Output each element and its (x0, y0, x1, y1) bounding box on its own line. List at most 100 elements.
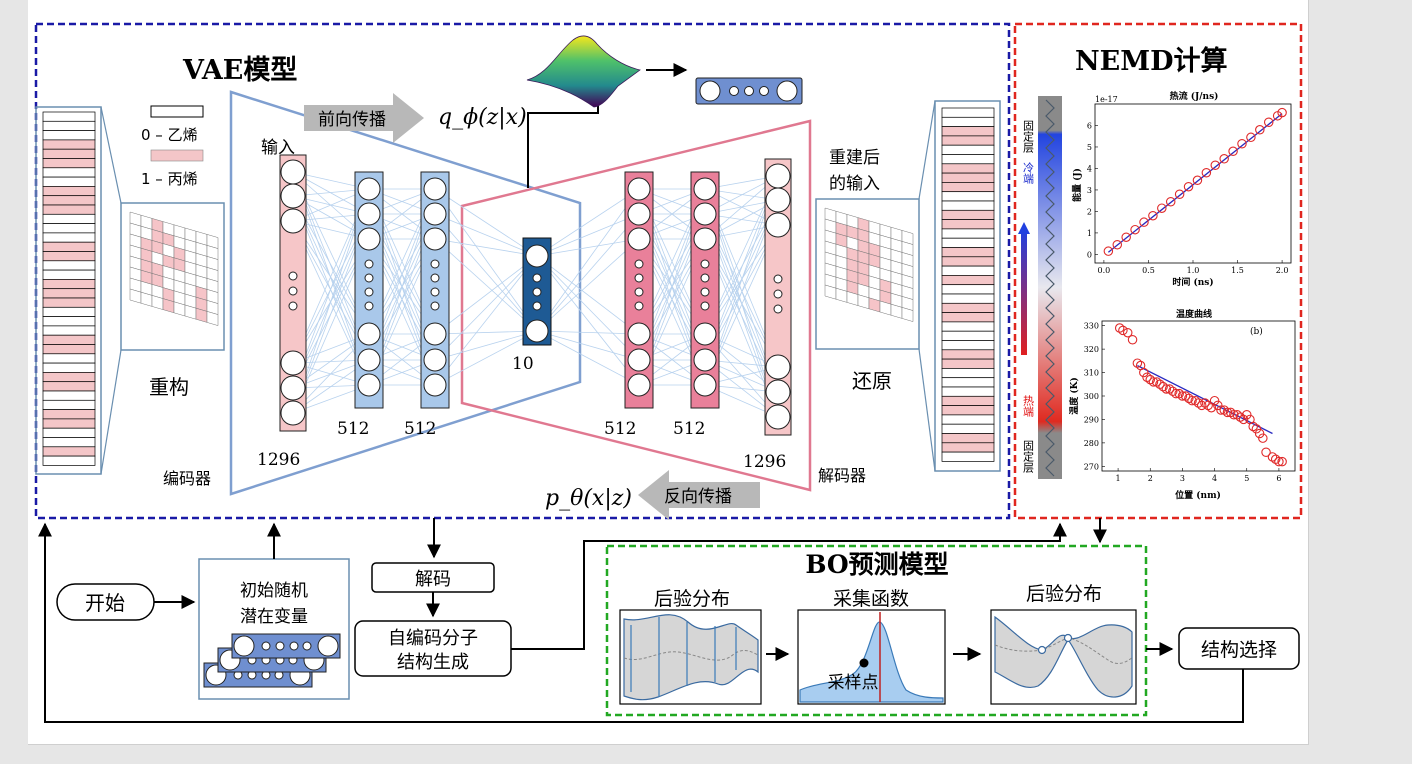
strip-cell (42, 334, 96, 345)
data-point (1200, 398, 1210, 408)
data-point (1229, 409, 1239, 420)
data-point (1190, 395, 1201, 406)
data-point (1274, 456, 1284, 467)
connection (536, 330, 640, 386)
figure-canvas: VAE模型 0 – 乙烯 1 – 丙烯 重构 还原 输入 重建后 的输入 编码器… (28, 0, 1309, 745)
fixed-layer-top: 固定层 (1022, 120, 1035, 154)
strip-cell (42, 325, 96, 336)
data-point (1267, 452, 1278, 462)
bo-sample-point (859, 658, 869, 668)
connection (434, 330, 538, 335)
neuron (693, 322, 717, 346)
connection (536, 238, 640, 257)
strip-cell (941, 163, 995, 174)
latent-node (776, 80, 798, 102)
strip-cell (941, 172, 995, 183)
latent-vector-stack (203, 633, 341, 688)
strip-cell (42, 269, 96, 280)
y-tick-label: 270 (1084, 462, 1099, 471)
neuron-ellipsis (532, 273, 542, 283)
y-tick-label: 2 (1087, 207, 1092, 216)
strip-cell (941, 228, 995, 239)
data-point (1177, 391, 1188, 401)
strip-cell (42, 316, 96, 327)
data-point (1157, 203, 1167, 213)
neuron (357, 177, 381, 201)
connection (536, 330, 640, 361)
connection (536, 213, 640, 332)
q-formula: q_ϕ(z|x) (438, 105, 527, 130)
posterior-label-1: 后验分布 (654, 588, 730, 610)
neuron-ellipsis (634, 287, 644, 297)
legend-one: 1 – 丙烯 (141, 170, 198, 188)
legend-white-swatch (150, 105, 204, 118)
strip-cell (941, 386, 995, 397)
connection (434, 213, 538, 257)
neuron-ellipsis (364, 273, 374, 283)
strip-cell (42, 186, 96, 197)
data-point (1193, 398, 1204, 408)
strip-cell (941, 256, 995, 267)
y-tick-label: 1 (1087, 229, 1092, 238)
connection (536, 330, 640, 335)
strip-cell (941, 126, 995, 137)
plot-a-title: 热流 (J/ns) (1170, 90, 1219, 102)
strip-cell (941, 219, 995, 230)
bo-frame (605, 544, 1148, 717)
connection (536, 255, 640, 361)
data-point (1246, 132, 1256, 143)
connection (434, 238, 538, 257)
strip-cell (941, 377, 995, 388)
backward-arrow (638, 470, 760, 520)
latent-path (527, 112, 533, 188)
data-point (1203, 400, 1213, 411)
data-point (1114, 323, 1125, 333)
y-tick-label: 5 (1087, 143, 1092, 152)
flow-arrow (511, 522, 1067, 650)
strip-cell (42, 344, 96, 355)
plot-b-title: 温度曲线 (1176, 308, 1212, 320)
plot-b-xlabel: 位置 (nm) (1175, 489, 1221, 501)
x-tick-label: 6 (1276, 474, 1281, 483)
strip-cell (42, 241, 96, 252)
recon-input-label-2: 的输入 (829, 174, 880, 194)
y-tick-label: 4 (1087, 164, 1092, 173)
neuron (423, 348, 447, 372)
recon-input-label-1: 重建后 (829, 148, 880, 168)
y-tick-label: 3 (1087, 186, 1092, 195)
neuron (627, 322, 651, 346)
strip-cell (941, 237, 995, 248)
strip-cell (42, 251, 96, 262)
data-point (1183, 181, 1194, 192)
data-point (1237, 139, 1247, 149)
plot-b-tag: (b) (1250, 326, 1263, 337)
data-point (1174, 388, 1184, 399)
encoder-label: 编码器 (163, 469, 211, 488)
backward-label: 反向传播 (664, 487, 732, 507)
data-point (1258, 433, 1268, 443)
data-point (1225, 407, 1236, 418)
neuron (693, 202, 717, 226)
data-point (1122, 327, 1133, 338)
data-point (1277, 456, 1287, 467)
data-point (1127, 334, 1138, 345)
strip-cell (941, 330, 995, 341)
strip-cell (941, 293, 995, 304)
fit-line (1137, 364, 1273, 435)
strip-cell (941, 442, 995, 453)
strip-cell (42, 213, 96, 224)
data-point (1192, 175, 1203, 186)
bo-sample-arrows (630, 617, 737, 697)
connection (434, 255, 538, 386)
feedback-loop (38, 522, 1244, 723)
data-point (1187, 395, 1197, 406)
neuron (280, 350, 306, 376)
strip-cell (42, 167, 96, 178)
fit-line (1107, 113, 1283, 253)
strip-cell (941, 209, 995, 220)
strip-cell (42, 455, 96, 466)
strip-cell (42, 399, 96, 410)
data-point (1216, 405, 1226, 415)
bo-mean-curve (623, 649, 759, 661)
